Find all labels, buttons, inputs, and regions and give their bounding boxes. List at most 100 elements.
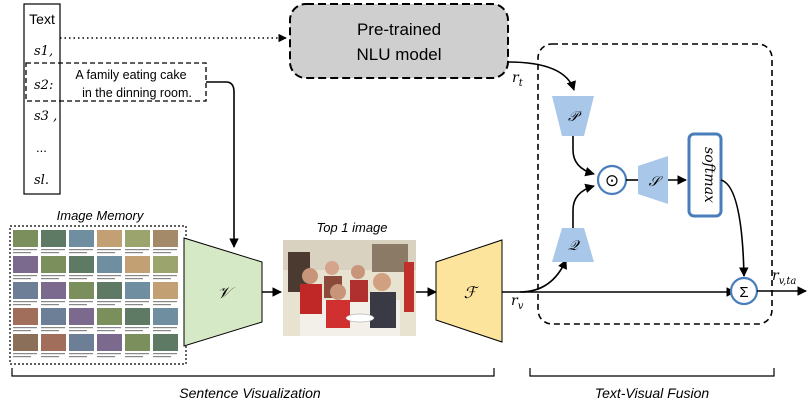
memory-thumbnail: [41, 282, 66, 299]
r-vta-label: rv,ta: [772, 268, 796, 287]
memory-caption-line: [69, 249, 93, 251]
memory-caption-line: [125, 353, 149, 355]
q-block-label: 𝒬: [568, 238, 580, 254]
text-item-s1: s1,: [34, 44, 53, 59]
p-to-odot-arrow: [572, 136, 595, 177]
memory-caption-line: [13, 301, 37, 303]
memory-thumbnail: [69, 334, 94, 351]
memory-caption-line: [41, 275, 65, 277]
text-visual-fusion-bracket: [529, 368, 775, 377]
memory-caption-line: [41, 301, 65, 303]
memory-caption-line: [69, 327, 93, 329]
memory-caption-line: [153, 353, 177, 355]
memory-caption-line: [97, 301, 121, 303]
memory-caption-line: [153, 252, 171, 254]
sentence-visualization-bracket: [11, 368, 495, 377]
memory-thumbnail: [97, 256, 122, 273]
memory-thumbnail: [125, 308, 150, 325]
memory-thumbnail: [13, 256, 38, 273]
q-block: [552, 228, 594, 262]
memory-caption-line: [125, 275, 149, 277]
v-block: [183, 237, 263, 347]
memory-caption-line: [125, 356, 143, 358]
memory-caption-line: [97, 353, 121, 355]
memory-caption-line: [41, 249, 65, 251]
memory-caption-line: [41, 356, 59, 358]
nlu-to-p-arrow: [507, 61, 576, 91]
memory-thumbnail: [97, 308, 122, 325]
memory-caption-line: [153, 278, 171, 280]
memory-thumbnail: [125, 282, 150, 299]
memory-caption-line: [97, 356, 115, 358]
memory-caption-line: [41, 330, 59, 332]
memory-caption-line: [69, 252, 87, 254]
image-memory-label: Image Memory: [57, 208, 145, 223]
memory-thumbnail: [97, 282, 122, 299]
memory-caption-line: [153, 275, 177, 277]
memory-caption-line: [69, 304, 87, 306]
memory-thumbnail: [13, 308, 38, 325]
memory-thumbnail: [125, 256, 150, 273]
memory-thumbnail: [69, 308, 94, 325]
text-item-s3: s3 ,: [34, 109, 57, 124]
memory-caption-line: [69, 301, 93, 303]
memory-caption-line: [97, 252, 115, 254]
memory-thumbnail: [153, 230, 178, 247]
memory-caption-line: [97, 249, 121, 251]
memory-thumbnail: [13, 334, 38, 351]
f-block-label: ℱ: [464, 283, 480, 302]
memory-thumbnail: [13, 230, 38, 247]
f-block: [435, 239, 503, 343]
memory-thumbnail: [97, 230, 122, 247]
memory-caption-line: [153, 301, 177, 303]
memory-caption-line: [125, 327, 149, 329]
memory-caption-line: [41, 327, 65, 329]
memory-caption-line: [69, 275, 93, 277]
memory-thumbnail: [41, 308, 66, 325]
memory-thumbnail: [125, 230, 150, 247]
memory-thumbnail: [69, 256, 94, 273]
memory-caption-line: [41, 304, 59, 306]
memory-caption-line: [13, 304, 31, 306]
sentence-visualization-label: Sentence Visualization: [179, 385, 321, 401]
memory-caption-line: [69, 356, 87, 358]
nlu-label-line2: NLU model: [356, 45, 441, 64]
memory-thumbnail: [69, 282, 94, 299]
memory-caption-line: [41, 353, 65, 355]
softmax-to-sigma-arrow: [720, 179, 749, 277]
nlu-label-line1: Pre-trained: [357, 20, 441, 39]
text-list-box: [23, 3, 61, 195]
memory-caption-line: [125, 304, 143, 306]
text-list-header: Text: [29, 11, 55, 27]
text-list: Text s1, s2: s3 , ... sl.: [23, 3, 61, 195]
memory-caption-line: [13, 278, 31, 280]
memory-caption-line: [125, 249, 149, 251]
q-to-odot-arrow: [572, 183, 595, 228]
rv-to-q-arrow: [519, 259, 567, 293]
example-sentence-line2: in the dinning room.: [82, 86, 192, 100]
memory-caption-line: [153, 304, 171, 306]
memory-caption-line: [13, 353, 37, 355]
text-item-s2: s2:: [34, 78, 53, 93]
memory-caption-line: [97, 330, 115, 332]
text-item-ellipsis: ...: [36, 140, 47, 155]
text-item-sl: sl.: [34, 173, 49, 188]
memory-thumbnail: [97, 334, 122, 351]
memory-caption-line: [153, 356, 171, 358]
memory-caption-line: [13, 275, 37, 277]
memory-caption-line: [153, 327, 177, 329]
memory-caption-line: [13, 327, 37, 329]
r-t-label: rt: [512, 70, 524, 89]
memory-caption-line: [125, 330, 143, 332]
p-block: [552, 96, 594, 136]
memory-caption-line: [125, 301, 149, 303]
memory-caption-line: [13, 252, 31, 254]
memory-caption-line: [13, 249, 37, 251]
memory-thumbnail: [153, 256, 178, 273]
memory-caption-line: [153, 330, 171, 332]
memory-caption-line: [125, 278, 143, 280]
memory-caption-line: [97, 327, 121, 329]
sigma-label: Σ: [739, 284, 748, 301]
example-sentence-line1: A family eating cake: [75, 68, 186, 82]
